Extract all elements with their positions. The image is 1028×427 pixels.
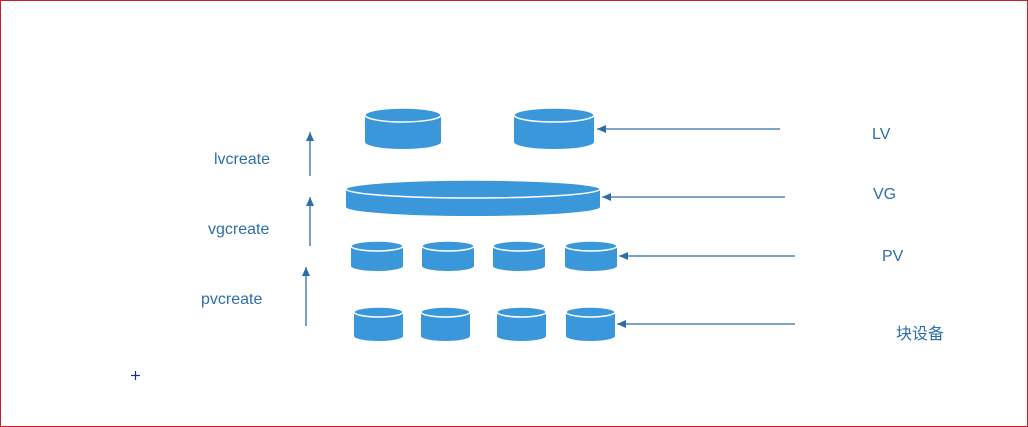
block-device-disk	[565, 306, 616, 342]
pv-disk	[492, 240, 546, 271]
pv-disk	[350, 240, 404, 271]
lv-label: LV	[872, 126, 891, 143]
pv-label: PV	[882, 248, 904, 265]
block-device-disk	[496, 306, 547, 342]
block-device-disk	[353, 306, 404, 341]
lv-disk	[513, 107, 595, 149]
block-device-label: 块设备	[896, 326, 945, 343]
lvcreate-label: lvcreate	[214, 151, 271, 168]
lv-disk	[364, 107, 442, 149]
vg-label: VG	[873, 186, 897, 203]
pvcreate-label: pvcreate	[201, 291, 263, 308]
block-device-disk	[420, 306, 471, 342]
vgcreate-label: vgcreate	[208, 221, 270, 238]
pv-disk	[564, 240, 618, 271]
crosshair-cursor-icon	[131, 371, 140, 380]
pv-disk	[421, 240, 475, 271]
vg-disk	[345, 179, 601, 216]
